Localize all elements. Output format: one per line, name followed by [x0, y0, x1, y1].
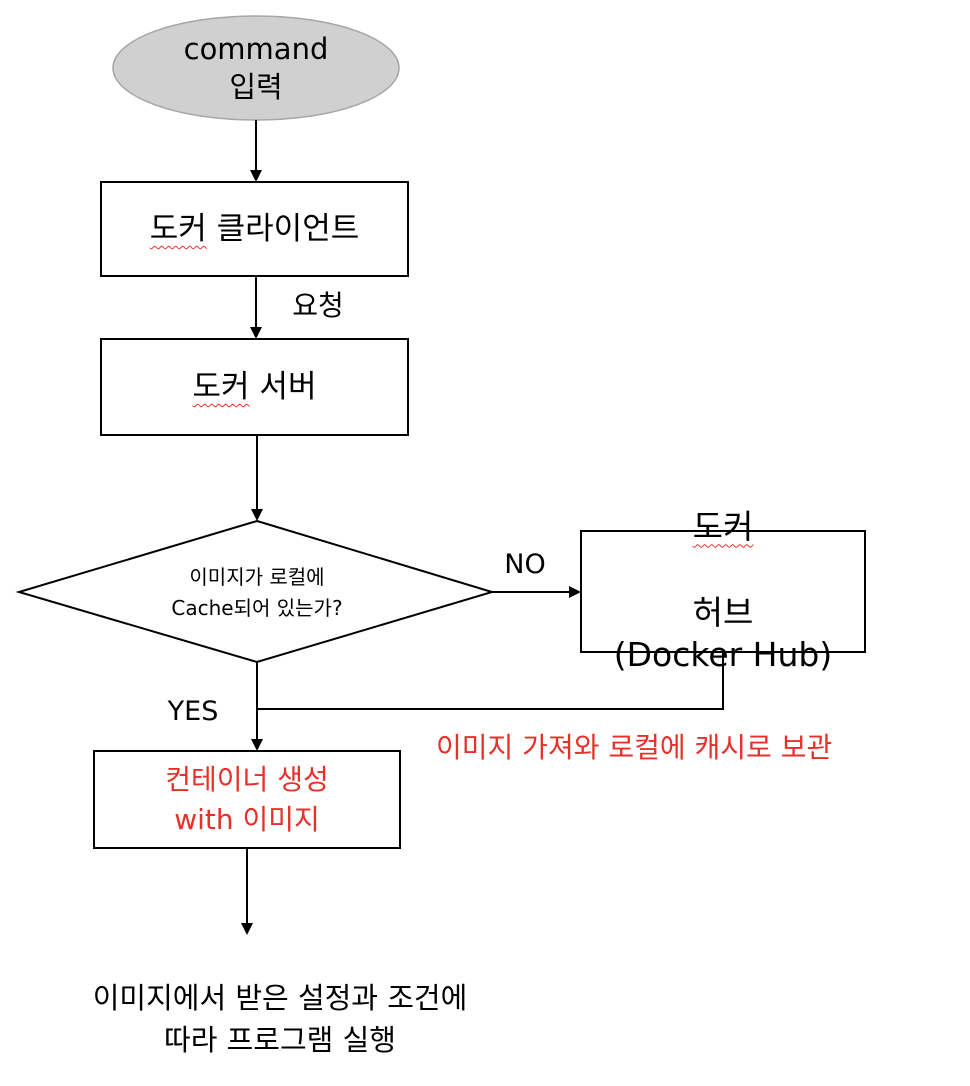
cache-decision-label: 이미지가 로컬에 Cache되어 있는가? — [120, 556, 394, 630]
edge-label-no-text: NO — [504, 549, 546, 581]
docker-server-box — [100, 338, 409, 436]
docker-hub-label: 도커 허브 (Docker Hub) — [581, 507, 865, 675]
create-container-box — [93, 750, 401, 849]
docker-hub-label-squiggle: 도커 — [692, 506, 754, 546]
docker-client-box — [100, 181, 409, 277]
edge-label-yes: YES — [158, 692, 228, 732]
pull-and-cache-note-text: 이미지 가져와 로컬에 캐시로 보관 — [436, 730, 833, 764]
edge-label-yes-text: YES — [167, 696, 219, 728]
docker-client-label: 도커 클라이언트 — [101, 182, 408, 276]
create-container-line1: 컨테이너 생성 — [165, 763, 329, 797]
docker-server-label-rest: 서버 — [259, 368, 317, 405]
docker-client-label-rest: 클라이언트 — [216, 210, 360, 247]
start-label: command 입력 — [113, 26, 399, 112]
docker-hub-box — [580, 530, 866, 653]
docker-server-label: 도커 서버 — [101, 339, 408, 435]
docker-server-label-squiggle: 도커 — [192, 368, 250, 405]
cache-decision-line2: Cache되어 있는가? — [171, 596, 343, 620]
edge-label-request: 요청 — [278, 286, 358, 326]
docker-hub-line2: (Docker Hub) — [613, 635, 833, 675]
start-label-line1: command — [183, 32, 329, 67]
create-container-label: 컨테이너 생성 with 이미지 — [94, 751, 400, 848]
edge-label-no: NO — [494, 545, 556, 585]
start-label-line2: 입력 — [229, 70, 283, 104]
line-hub-return — [257, 652, 724, 710]
pull-and-cache-note: 이미지 가져와 로컬에 캐시로 보관 — [436, 726, 956, 770]
run-program-line2: 따라 프로그램 실행 — [164, 1023, 396, 1057]
docker-hub-line1: 도커 허브 — [693, 506, 754, 635]
cache-decision-line1: 이미지가 로컬에 — [189, 565, 325, 589]
run-program-label: 이미지에서 받은 설정과 조건에 따라 프로그램 실행 — [20, 974, 540, 1064]
docker-hub-label-rest: 허브 — [692, 592, 754, 632]
create-container-line2: with 이미지 — [174, 802, 320, 836]
run-program-line1: 이미지에서 받은 설정과 조건에 — [92, 980, 468, 1015]
docker-client-label-squiggle: 도커 — [149, 210, 207, 247]
edge-label-request-text: 요청 — [292, 288, 344, 322]
